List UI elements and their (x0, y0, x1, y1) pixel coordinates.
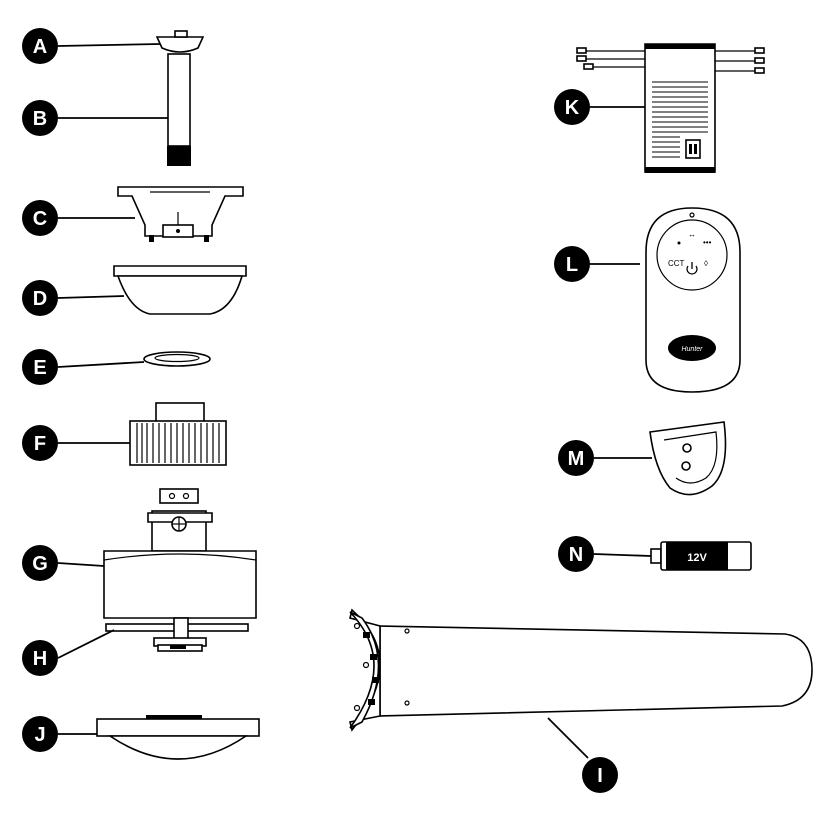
part-k-drawing (576, 43, 765, 173)
power-icon (686, 265, 698, 275)
label-e: E (22, 349, 58, 385)
label-a: A (22, 28, 58, 64)
label-h: H (22, 640, 58, 676)
part-d-drawing (113, 265, 247, 315)
leader-h (57, 629, 115, 659)
part-l-drawing: ↔ ••• CCT ◊ Hunter (645, 207, 741, 393)
remote-bulb-symbol: ◊ (704, 259, 708, 268)
label-i: I (582, 757, 618, 793)
part-i-drawing (349, 608, 813, 732)
part-g-drawing (103, 488, 257, 619)
leader-e (57, 361, 145, 368)
label-g: G (22, 545, 58, 581)
part-h-drawing (105, 617, 249, 652)
label-b-text: B (33, 108, 47, 130)
label-m: M (558, 440, 594, 476)
label-e-text: E (33, 357, 46, 379)
part-m-drawing (649, 421, 727, 496)
leader-g (57, 562, 105, 567)
label-a-text: A (33, 36, 47, 58)
label-j: J (22, 716, 58, 752)
label-g-text: G (32, 553, 48, 575)
label-d-text: D (33, 288, 47, 310)
remote-dots-symbol: ••• (703, 238, 712, 247)
remote-arrows-symbol: ↔ (688, 230, 696, 239)
label-n: N (558, 536, 594, 572)
leader-a (57, 43, 161, 47)
label-h-text: H (33, 648, 47, 670)
remote-cct-label: CCT (668, 259, 685, 268)
label-c: C (22, 200, 58, 236)
part-j-drawing (96, 715, 260, 760)
label-c-text: C (33, 208, 47, 230)
leader-n (593, 553, 652, 557)
part-b-drawing (167, 53, 191, 166)
label-l: L (554, 246, 590, 282)
label-k-text: K (565, 97, 580, 119)
brand-badge (668, 335, 716, 361)
leader-i (547, 717, 589, 759)
label-j-text: J (34, 724, 45, 746)
battery-voltage-label: 12V (687, 552, 707, 564)
part-n-drawing: 12V (650, 541, 752, 571)
label-f: F (22, 425, 58, 461)
leader-d (57, 295, 125, 299)
brand-text: Hunter (681, 346, 703, 353)
label-m-text: M (568, 448, 585, 470)
part-e-drawing (143, 351, 211, 367)
label-k: K (554, 89, 590, 125)
part-a-drawing (155, 30, 205, 53)
label-f-text: F (34, 433, 46, 455)
label-n-text: N (569, 544, 583, 566)
part-c-drawing (117, 186, 244, 242)
part-f-drawing (129, 402, 227, 466)
label-l-text: L (566, 254, 578, 276)
label-b: B (22, 100, 58, 136)
label-d: D (22, 280, 58, 316)
label-i-text: I (597, 765, 603, 787)
